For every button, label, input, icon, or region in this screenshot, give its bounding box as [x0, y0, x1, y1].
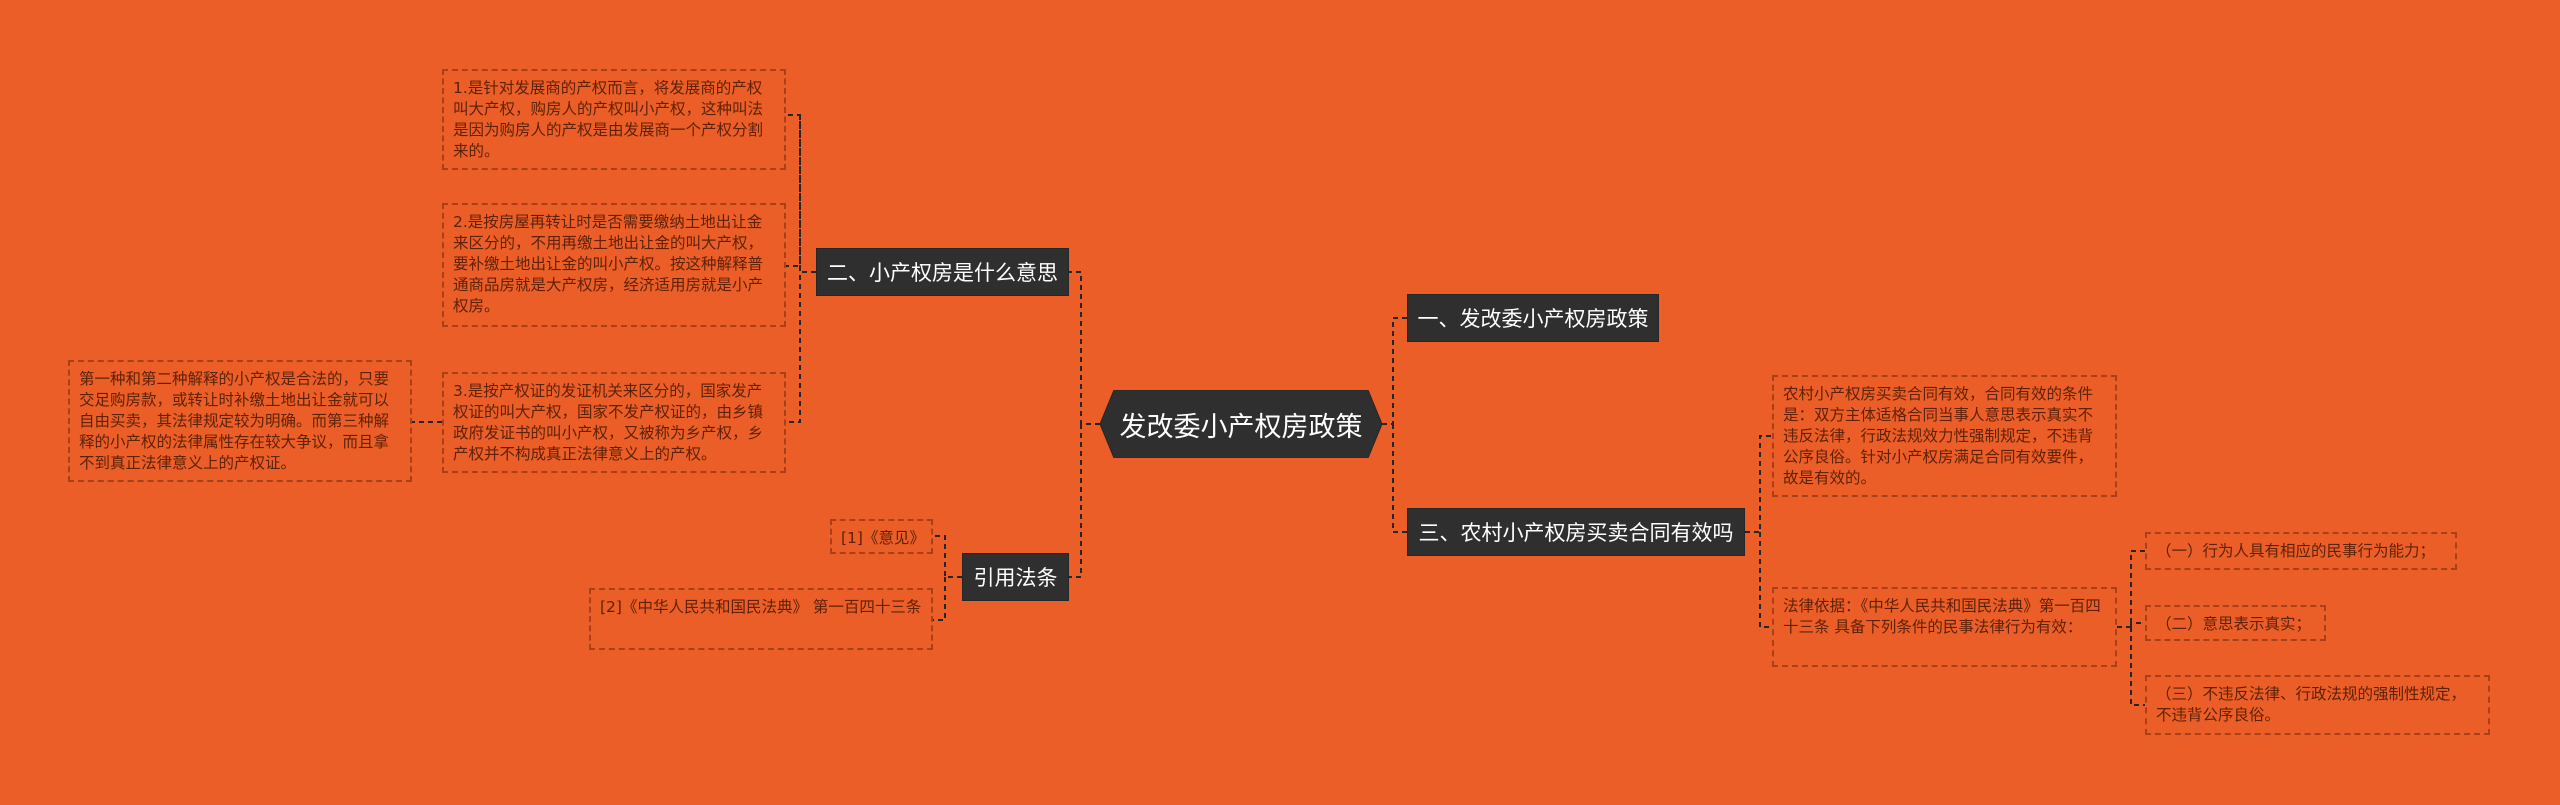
branch-b3[interactable]: 三、农村小产权房买卖合同有效吗	[1407, 508, 1745, 556]
connector-law-conditions	[2117, 550, 2145, 706]
root-node[interactable]: 发改委小产权房政策	[1100, 390, 1382, 458]
connector-b3-items	[1745, 435, 1772, 628]
connector-root-b1	[1382, 317, 1407, 425]
root-hexagon	[1100, 390, 1382, 458]
b2-item-2: 2.是按房屋再转让时是否需要缴纳土地出让金来区分的，不用再缴土地出让金的叫大产权…	[442, 203, 786, 327]
b3-law: 法律依据：《中华人民共和国民法典》第一百四十三条 具备下列条件的民事法律行为有效…	[1772, 587, 2117, 667]
b2-item-3: 3.是按产权证的发证机关来区分的，国家发产权证的叫大产权，国家不发产权证的，由乡…	[442, 372, 786, 473]
branch-b2[interactable]: 二、小产权房是什么意思	[816, 248, 1069, 296]
condition-1: （一）行为人具有相应的民事行为能力；	[2145, 532, 2457, 570]
connector-b2-items	[786, 114, 816, 423]
connector-root-b4	[1069, 424, 1082, 578]
b3-item-1: 农村小产权房买卖合同有效，合同有效的条件是：双方主体适格合同当事人意思表示真实不…	[1772, 375, 2117, 497]
condition-2: （二）意思表示真实；	[2145, 605, 2326, 641]
condition-3: （三）不违反法律、行政法规的强制性规定，不违背公序良俗。	[2145, 675, 2490, 735]
b4-ref-2: [2]《中华人民共和国民法典》 第一百四十三条	[589, 588, 933, 650]
connector-root-b2	[1069, 271, 1100, 425]
b4-ref-1: [1]《意见》	[830, 519, 933, 554]
connector-b4-refs	[933, 535, 962, 621]
branch-b1[interactable]: 一、发改委小产权房政策	[1407, 294, 1659, 342]
root-label: 发改委小产权房政策	[1119, 411, 1363, 443]
connector-root-b3	[1392, 424, 1407, 533]
b2-note: 第一种和第二种解释的小产权是合法的，只要交足购房款，或转让时补缴土地出让金就可以…	[68, 360, 412, 482]
b2-item-1: 1.是针对发展商的产权而言，将发展商的产权叫大产权，购房人的产权叫小产权，这种叫…	[442, 69, 786, 170]
branch-b4[interactable]: 引用法条	[962, 553, 1069, 601]
